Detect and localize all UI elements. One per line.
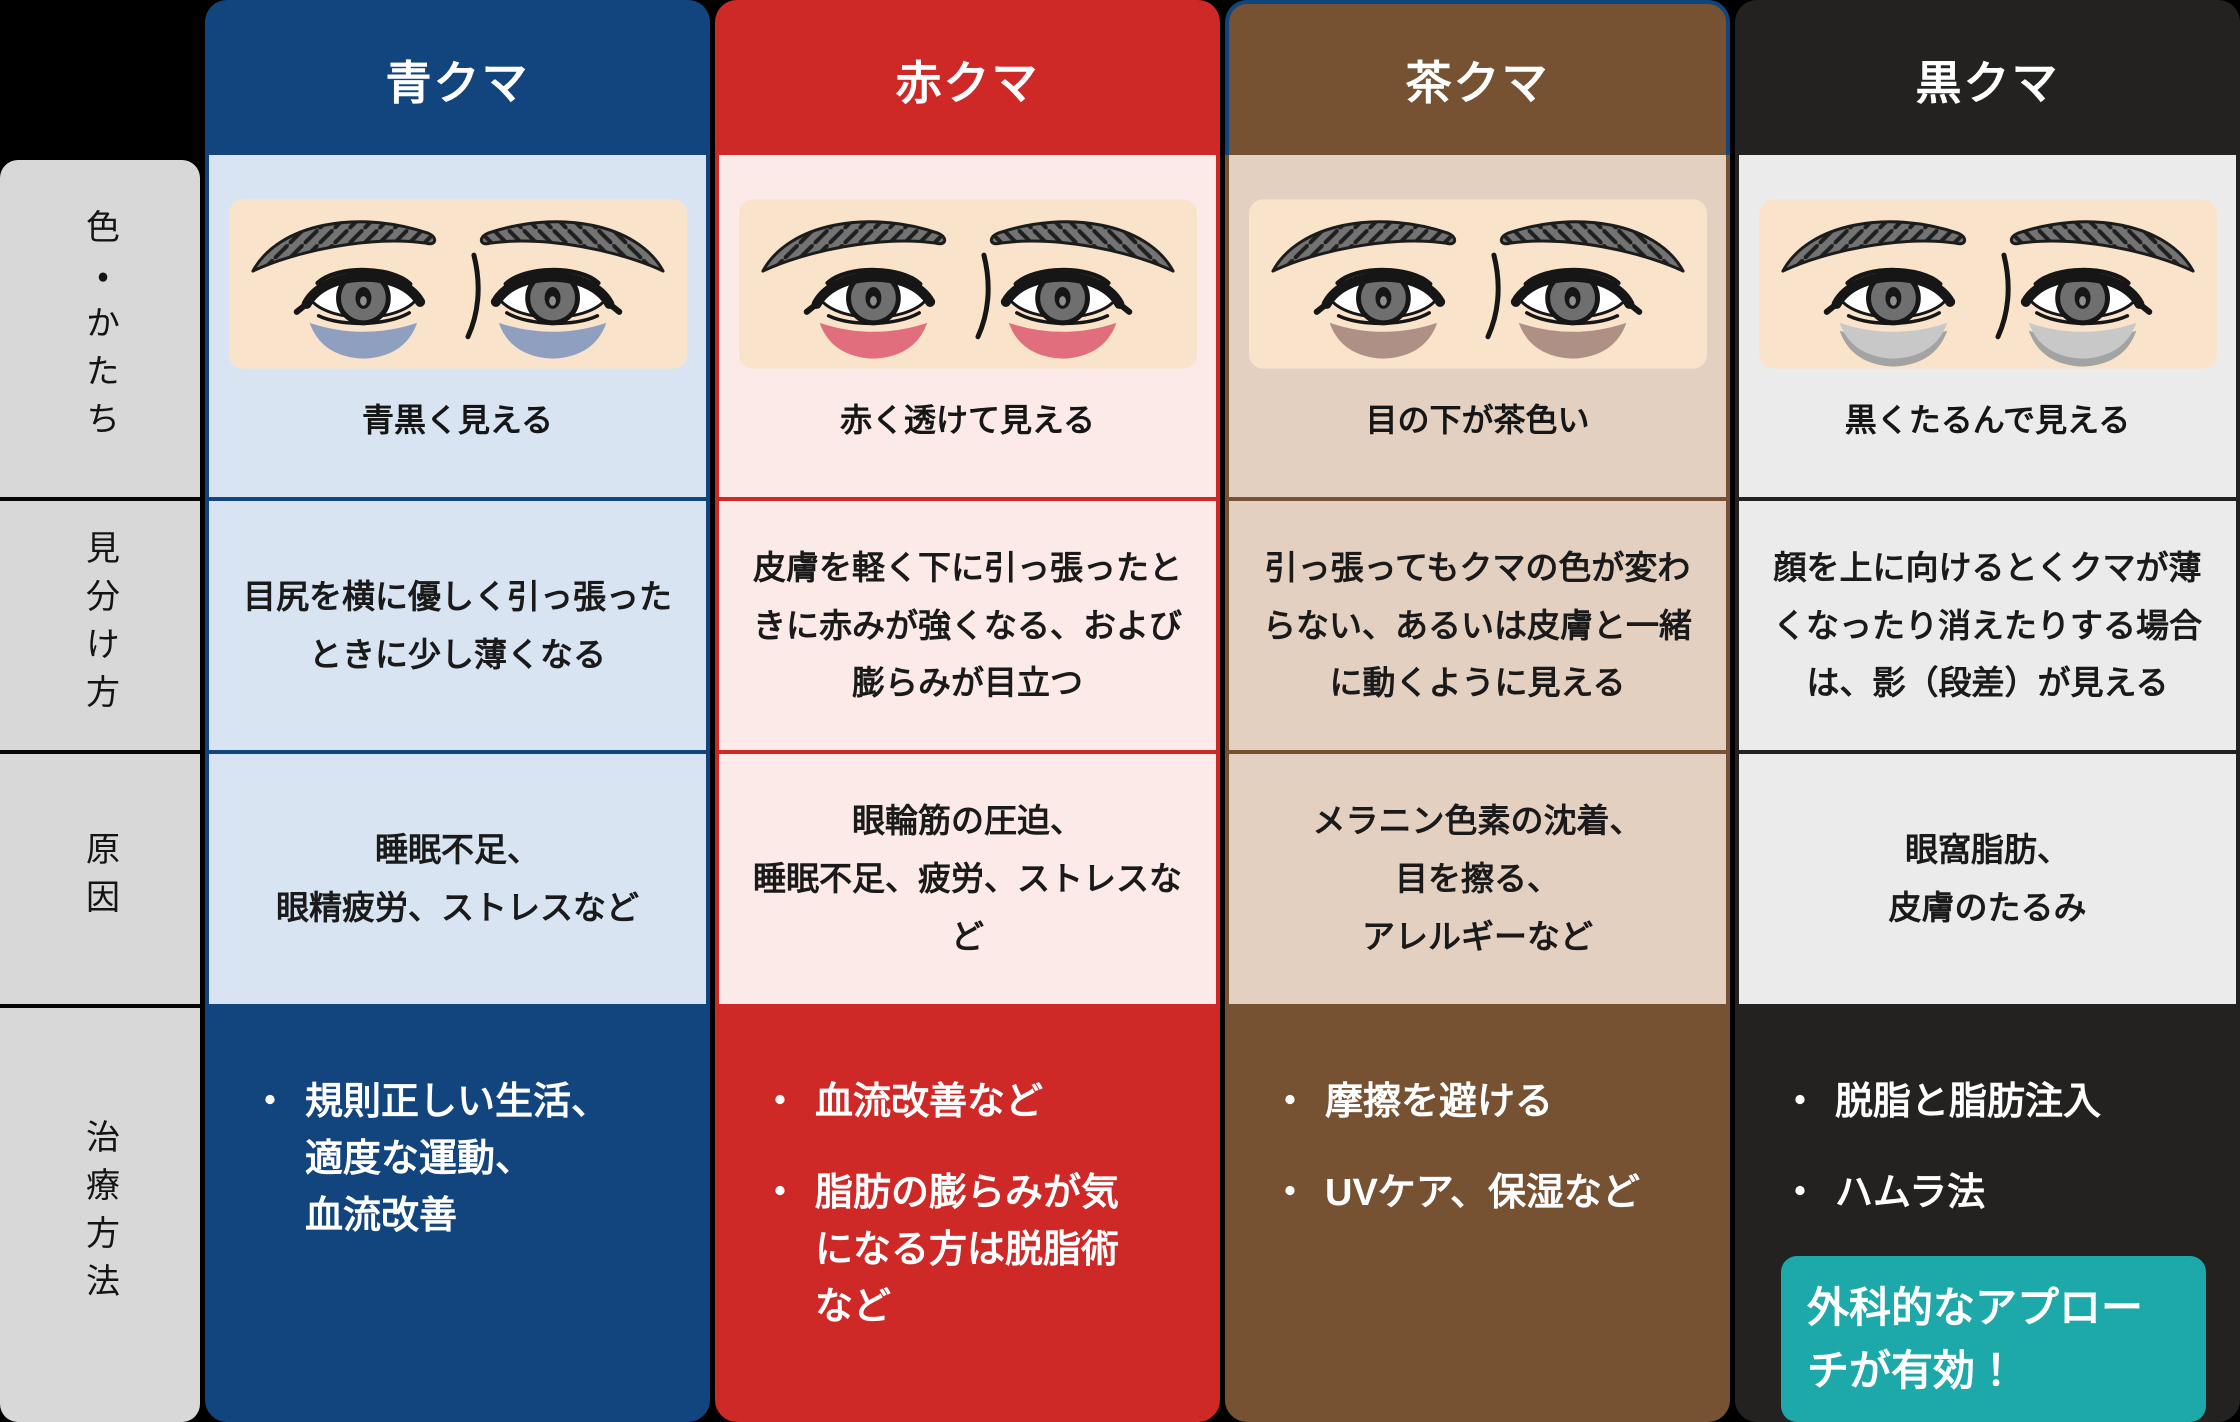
column-title: 赤クマ [895, 56, 1040, 109]
face-skin [738, 199, 1197, 369]
bullet-icon: ・ [1781, 1172, 1820, 1214]
identify-cell-blue: 目尻を横に優しく引っ張ったときに少し薄くなる [205, 497, 710, 750]
row-label-cause: 原因 [0, 750, 200, 1004]
row-label-appearance: 色・かたち [0, 160, 200, 497]
treatment-item: ・ ハムラ法 [1781, 1165, 2210, 1222]
nose-line [1484, 252, 1501, 340]
appearance-caption: 赤く透けて見える [839, 402, 1096, 438]
column-title: 黒クマ [1915, 56, 2060, 109]
bullet-icon: ・ [761, 1081, 800, 1123]
treatment-text: 脱脂と脂肪注入 [1835, 1081, 2102, 1123]
treatment-item: ・ 摩擦を避ける [1271, 1074, 1700, 1131]
column-header-brown: 茶クマ [1225, 0, 1730, 155]
eyes-illustration-red [738, 199, 1197, 369]
row-label-treatment: 治療方法 [0, 1004, 200, 1422]
nose-line [464, 252, 481, 340]
nose-line [1994, 252, 2011, 340]
column-header-blue: 青クマ [205, 0, 710, 155]
bullet-icon: ・ [1271, 1172, 1310, 1214]
treatment-text: 規則正しい生活、 適度な運動、 血流改善 [305, 1081, 610, 1237]
treatment-cell-black: ・ 脱脂と脂肪注入 ・ ハムラ法 外科的なアプローチが有効！ [1735, 1004, 2240, 1422]
face-skin [228, 199, 687, 369]
bullet-icon: ・ [1781, 1081, 1820, 1123]
row-label-rail: 色・かたち 見分け方 原因 治療方法 [0, 160, 200, 1422]
identify-cell-brown: 引っ張ってもクマの色が変わらない、あるいは皮膚と一緒に動くように見える [1225, 497, 1730, 750]
treatment-item: ・ UVケア、保湿など [1271, 1165, 1700, 1222]
face-skin [1758, 199, 2217, 369]
row-label-text: 治療方法 [80, 1119, 119, 1311]
treatment-cell-blue: ・ 規則正しい生活、 適度な運動、 血流改善 [205, 1004, 710, 1422]
nose-line [974, 252, 991, 340]
treatment-cell-red: ・ 血流改善など ・ 脂肪の膨らみが気 になる方は脱脂術 など [715, 1004, 1220, 1422]
cause-cell-blue: 睡眠不足、 眼精疲労、ストレスなど [205, 750, 710, 1004]
treatment-item: ・ 脱脂と脂肪注入 [1781, 1074, 2210, 1131]
bullet-icon: ・ [761, 1172, 800, 1214]
row-label-identify: 見分け方 [0, 497, 200, 750]
eyes-illustration-blue [228, 199, 687, 369]
face-skin [1248, 199, 1707, 369]
column-title: 茶クマ [1405, 56, 1550, 109]
treatment-text: ハムラ法 [1835, 1172, 1986, 1214]
column-header-black: 黒クマ [1735, 0, 2240, 155]
appearance-caption: 黒くたるんで見える [1844, 402, 2131, 438]
appearance-cell-blue: 青黒く見える [205, 155, 710, 497]
column-title: 青クマ [385, 56, 530, 109]
appearance-caption: 目の下が茶色い [1365, 402, 1590, 438]
appearance-caption: 青黒く見える [361, 402, 554, 438]
treatment-text: UVケア、保湿など [1325, 1172, 1641, 1214]
cause-cell-brown: メラニン色素の沈着、 目を擦る、 アレルギーなど [1225, 750, 1730, 1004]
treatment-item: ・ 血流改善など [761, 1074, 1190, 1131]
bullet-icon: ・ [251, 1081, 290, 1123]
treatment-text: 摩擦を避ける [1325, 1081, 1554, 1123]
treatment-item: ・ 脂肪の膨らみが気 になる方は脱脂術 など [761, 1165, 1190, 1336]
treatment-cell-brown: ・ 摩擦を避ける ・ UVケア、保湿など [1225, 1004, 1730, 1422]
column-header-red: 赤クマ [715, 0, 1220, 155]
surgical-approach-badge: 外科的なアプローチが有効！ [1781, 1256, 2206, 1422]
column-black-kuma: 黒クマ 黒くたるんで見える 顔を上に向けるとくクマが薄くなったり消えたりする場合… [1735, 0, 2240, 1422]
row-label-text: 見分け方 [80, 529, 119, 722]
column-brown-kuma: 茶クマ 目の下が茶色い 引っ張ってもクマの色が変わらない、あるいは皮膚と一緒に動… [1225, 0, 1730, 1422]
column-blue-kuma: 青クマ 青黒く見える 目尻を横に優しく引っ張ったときに少し薄くなる 睡眠不足、 … [205, 0, 710, 1422]
appearance-cell-black: 黒くたるんで見える [1735, 155, 2240, 497]
column-red-kuma: 赤クマ 赤く透けて見える 皮膚を軽く下に引っ張ったときに赤みが強くなる、および膨… [715, 0, 1220, 1422]
identify-cell-black: 顔を上に向けるとくクマが薄くなったり消えたりする場合は、影（段差）が見える [1735, 497, 2240, 750]
row-label-text: 色・かたち [80, 208, 119, 449]
treatment-text: 血流改善など [815, 1081, 1044, 1123]
eyes-illustration-brown [1248, 199, 1707, 369]
cause-cell-red: 眼輪筋の圧迫、 睡眠不足、疲労、ストレスなど [715, 750, 1220, 1004]
row-label-text: 原因 [80, 831, 119, 927]
eyes-illustration-black [1758, 199, 2217, 369]
treatment-text: 脂肪の膨らみが気 になる方は脱脂術 など [815, 1172, 1120, 1328]
appearance-cell-brown: 目の下が茶色い [1225, 155, 1730, 497]
identify-cell-red: 皮膚を軽く下に引っ張ったときに赤みが強くなる、および膨らみが目立つ [715, 497, 1220, 750]
cause-cell-black: 眼窩脂肪、 皮膚のたるみ [1735, 750, 2240, 1004]
bullet-icon: ・ [1271, 1081, 1310, 1123]
treatment-item: ・ 規則正しい生活、 適度な運動、 血流改善 [251, 1074, 680, 1245]
appearance-cell-red: 赤く透けて見える [715, 155, 1220, 497]
